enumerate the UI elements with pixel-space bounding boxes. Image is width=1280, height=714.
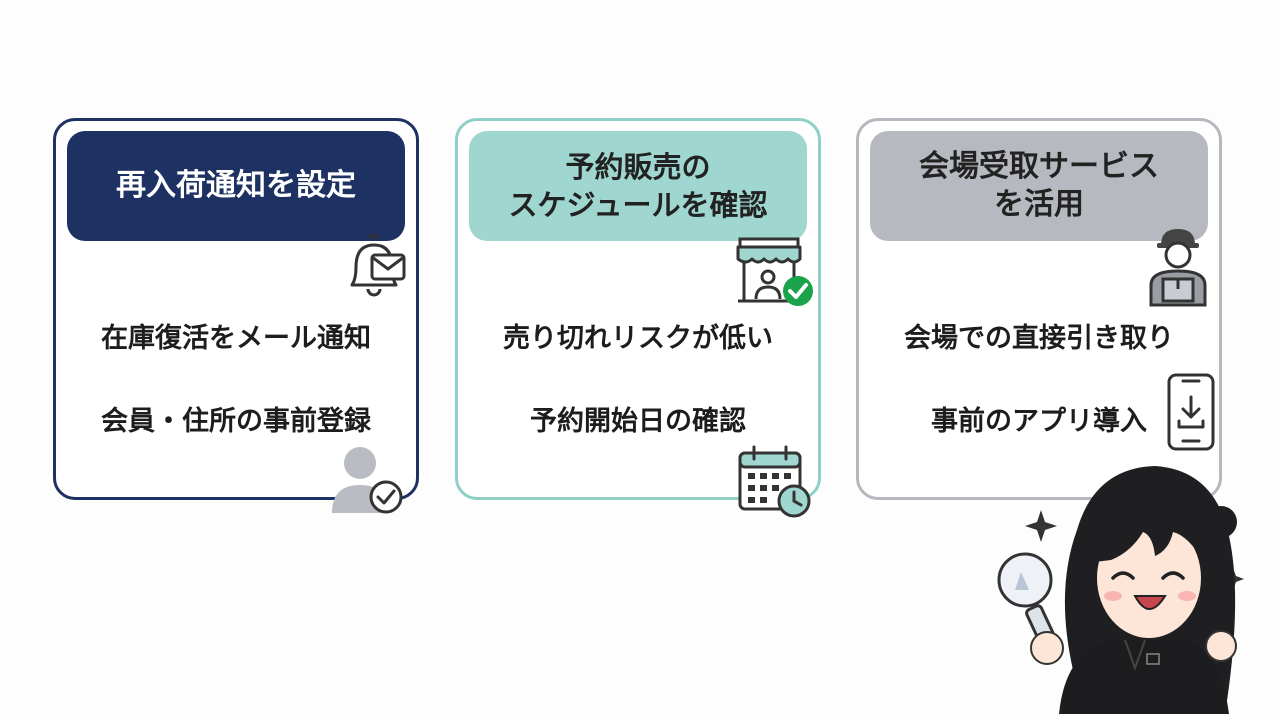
bell-mail-icon xyxy=(350,233,406,297)
card-point: 売り切れリスクが低い xyxy=(503,323,773,354)
card-point: 在庫復活をメール通知 xyxy=(101,323,371,354)
smartphone-download-icon xyxy=(1167,373,1215,451)
card-point: 事前のアプリ導入 xyxy=(931,406,1147,437)
user-check-icon xyxy=(332,447,403,514)
card-point: 会場での直接引き取り xyxy=(904,323,1174,354)
calendar-clock-icon xyxy=(738,445,811,518)
card-title: 再入荷通知を設定 xyxy=(67,131,405,241)
card-restock-notice: 再入荷通知を設定 在庫復活をメール通知 会員・住所の事前登録 xyxy=(53,118,419,514)
card-point: 予約開始日の確認 xyxy=(530,406,746,437)
shop-check-icon xyxy=(736,237,813,306)
character-illustration xyxy=(997,466,1244,714)
card-point: 会員・住所の事前登録 xyxy=(101,406,371,437)
staff-box-icon xyxy=(1149,229,1207,307)
card-title: 会場受取サービス を活用 xyxy=(870,131,1208,241)
card-preorder-schedule: 予約販売の スケジュールを確認 売り切れリスクが低い 予約開始日の確認 xyxy=(455,118,821,518)
card-venue-pickup: 会場受取サービス を活用 会場での直接引き取り 事前のアプリ導入 xyxy=(856,118,1222,500)
card-title: 予約販売の スケジュールを確認 xyxy=(469,131,807,241)
